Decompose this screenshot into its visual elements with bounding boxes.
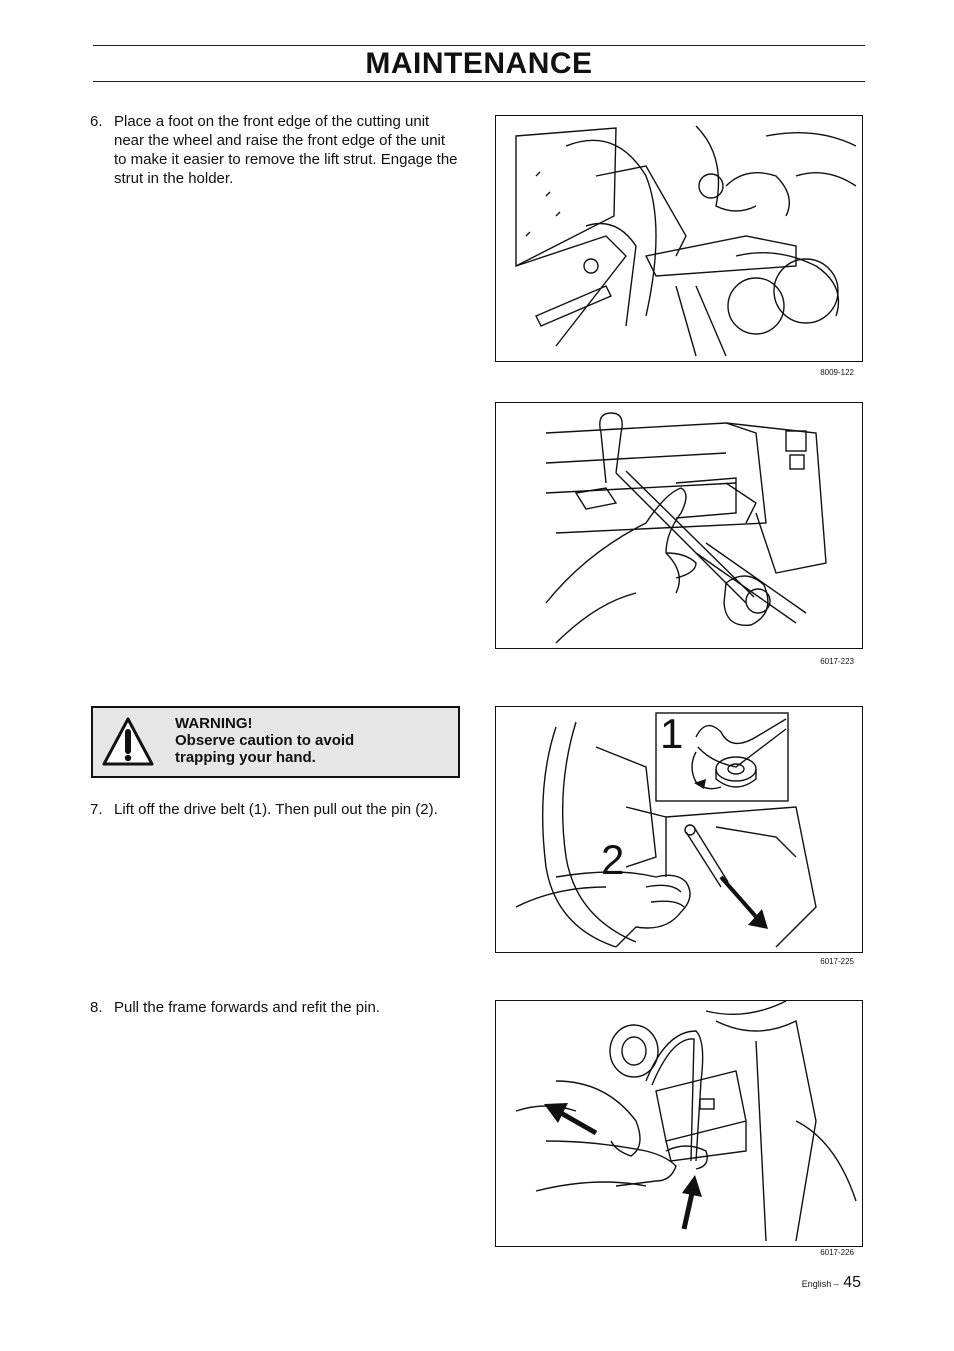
step-8: 8. Pull the frame forwards and refit the… (90, 998, 460, 1017)
figure-code: 6017-226 (820, 1248, 854, 1257)
page-footer: English – 45 (802, 1274, 861, 1292)
warning-line: Observe caution to avoid (175, 732, 355, 749)
page-title: MAINTENANCE (365, 47, 593, 80)
step-text: Lift off the drive belt (1). Then pull o… (114, 801, 438, 818)
header-bottom-rule (93, 81, 865, 82)
figure-refit-pin (495, 1000, 863, 1247)
warning-box: WARNING! Observe caution to avoid trappi… (91, 706, 460, 778)
step-number: 6. (90, 113, 103, 130)
figure-code: 6017-223 (820, 657, 854, 666)
warning-heading: WARNING! (175, 715, 253, 732)
step-text: Pull the frame forwards and refit the pi… (114, 999, 380, 1016)
step-number: 8. (90, 999, 103, 1016)
warning-line: trapping your hand. (175, 749, 316, 766)
footer-language: English – (801, 1279, 839, 1289)
warning-text: WARNING! Observe caution to avoid trappi… (175, 715, 354, 766)
illustration-cutting-unit-lift (515, 125, 857, 357)
figure-drive-belt-pin (495, 706, 863, 953)
illustration-pull-frame-forward (515, 1001, 857, 1242)
figure-code: 8009-122 (820, 368, 854, 377)
callout-1: 1 (660, 710, 684, 757)
step-text: Place a foot on the front edge of the cu… (114, 113, 458, 187)
figure-strut-holder (495, 402, 863, 649)
figure-lift-strut (495, 115, 863, 362)
warning-triangle-icon (102, 717, 154, 766)
header-top-rule (93, 45, 865, 46)
step-number: 7. (90, 801, 103, 818)
callout-2: 2 (601, 836, 625, 883)
step-6: 6. Place a foot on the front edge of the… (90, 112, 460, 188)
illustration-drive-belt-removal (515, 712, 817, 948)
page-number: 45 (843, 1274, 861, 1291)
step-7: 7. Lift off the drive belt (1). Then pul… (90, 800, 460, 819)
illustration-strut-engaged (545, 412, 827, 644)
figure-code: 6017-225 (820, 957, 854, 966)
